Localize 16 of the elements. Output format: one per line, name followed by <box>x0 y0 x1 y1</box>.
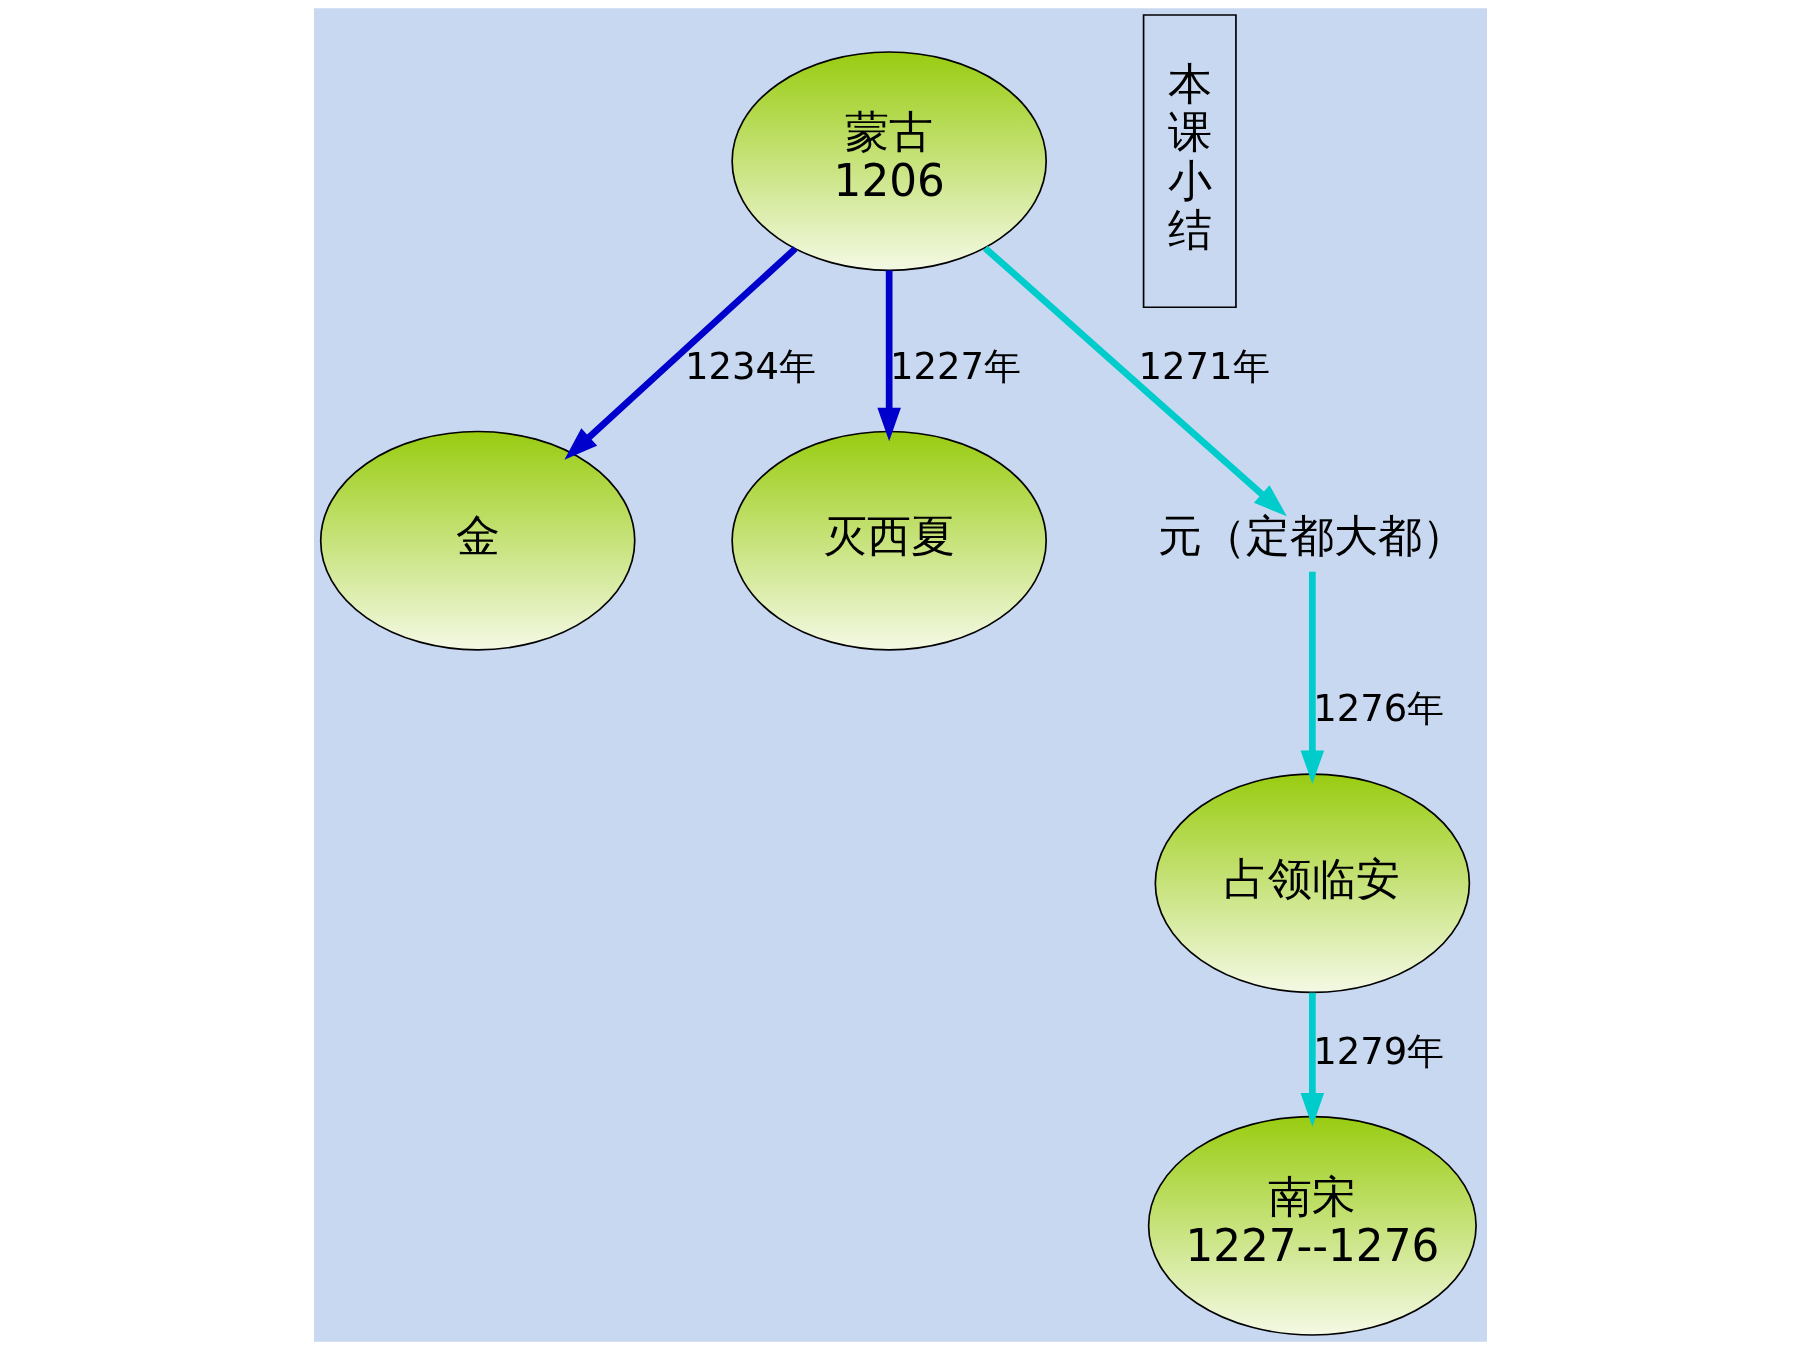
arrow <box>1300 571 1324 785</box>
node-ellipse: 南宋 1227--1276 <box>1147 1115 1477 1336</box>
arrow <box>563 246 798 460</box>
node-ellipse: 蒙古 1206 <box>730 51 1047 272</box>
edge-label: 1234年 <box>684 344 816 388</box>
node-text: 元（定都大都） <box>1157 510 1466 562</box>
node-ellipse: 占领临安 <box>1154 773 1470 994</box>
node-box: 本课小结 <box>1142 14 1237 309</box>
edge-label: 1271年 <box>1138 344 1270 388</box>
arrow <box>876 270 901 442</box>
edge-label: 1279年 <box>1312 1029 1444 1073</box>
node-ellipse: 灭西夏 <box>730 430 1047 651</box>
edge-label: 1276年 <box>1312 687 1444 731</box>
arrow <box>1300 992 1324 1127</box>
arrow <box>982 245 1287 517</box>
edge-label: 1227年 <box>889 344 1021 388</box>
